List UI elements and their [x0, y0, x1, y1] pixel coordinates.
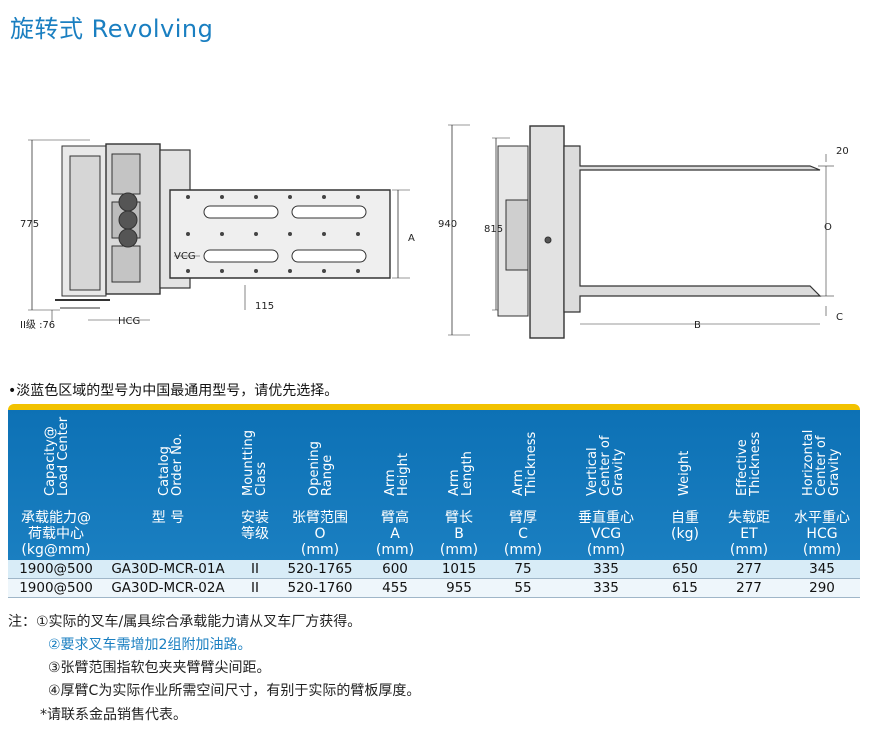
header-arm-thickness-cn: 臂厚 C (mm)	[503, 510, 543, 558]
header-arm-length: Arm Length 臂长 B (mm)	[428, 410, 490, 560]
header-arm-thickness-en: Arm Thickness	[511, 431, 539, 496]
header-opening-cn: 张臂范围 O (mm)	[292, 510, 348, 558]
header-arm-length-cn: 臂长 B (mm)	[439, 510, 479, 558]
header-catalog-cn: 型 号	[151, 510, 185, 526]
header-hcg: Horizontal Center of Gravity 水平重心 HCG (m…	[784, 410, 860, 560]
header-vcg-en: Vertical Center of Gravity	[585, 435, 626, 496]
footnote-3: ③张臂范围指软包夹夹臂臂尖间距。	[48, 660, 271, 676]
header-opening: Opening Range 张臂范围 O (mm)	[278, 410, 362, 560]
header-weight-en: Weight	[677, 450, 692, 496]
header-class-en: Mountting Class	[241, 430, 269, 496]
cell-vcg: 335	[593, 580, 619, 596]
footnote-5: *请联系金品销售代表。	[40, 707, 187, 723]
header-arm-length-en: Arm Length	[447, 451, 475, 496]
header-et-en: Effective Thickness	[735, 431, 763, 496]
cell-class: II	[251, 580, 259, 596]
header-opening-en: Opening Range	[307, 441, 335, 496]
cell-capacity: 1900@500	[19, 561, 93, 577]
dim-label-940: 940	[438, 219, 458, 230]
dim-label-offset: 115	[255, 301, 275, 312]
cell-arm-length: 1015	[441, 561, 477, 577]
table-accent-bar	[8, 404, 860, 410]
cell-class: II	[251, 561, 259, 577]
dim-label-height: 775	[20, 219, 40, 230]
cell-arm-thickness: 75	[514, 561, 532, 577]
header-vcg: Vertical Center of Gravity 垂直重心 VCG (mm)	[556, 410, 656, 560]
cell-arm-height: 455	[382, 580, 408, 596]
footnote-4: ④厚臂C为实际作业所需空间尺寸，有别于实际的臂板厚度。	[48, 683, 421, 699]
header-arm-thickness: Arm Thickness 臂厚 C (mm)	[490, 410, 556, 560]
cell-vcg: 335	[593, 561, 619, 577]
top-view-drawing	[448, 124, 834, 339]
header-arm-height: Arm Height 臂高 A (mm)	[362, 410, 428, 560]
footnote-2: ②要求叉车需增加2组附加油路。	[48, 637, 252, 653]
cell-arm-thickness: 55	[514, 580, 532, 596]
dim-label-815: 815	[484, 224, 504, 235]
header-vcg-cn: 垂直重心 VCG (mm)	[578, 510, 634, 558]
footnote-1: 注：①实际的叉车/属具综合承载能力请从叉车厂方获得。	[8, 614, 362, 630]
header-et: Effective Thickness 失载距 ET (mm)	[714, 410, 784, 560]
cell-capacity: 1900@500	[19, 580, 93, 596]
header-class: Mountting Class 安装 等级	[232, 410, 278, 560]
header-weight-cn: 自重 (kg)	[671, 510, 699, 542]
dim-label-thickness: C	[836, 312, 843, 323]
dim-label-tip: 20	[836, 146, 849, 157]
header-arm-height-en: Arm Height	[383, 453, 411, 496]
header-class-cn: 安装 等级	[241, 510, 269, 542]
cell-catalog: GA30D-MCR-02A	[111, 580, 225, 596]
side-view-drawing	[28, 139, 410, 322]
header-arm-height-cn: 臂高 A (mm)	[375, 510, 415, 558]
cell-arm-height: 600	[382, 561, 408, 577]
header-hcg-en: Horizontal Center of Gravity	[801, 429, 842, 496]
cell-hcg: 345	[809, 561, 835, 577]
header-capacity-cn: 承载能力@ 荷载中心 (kg@mm)	[21, 510, 91, 558]
table-row: 1900@500 GA30D-MCR-02A II 520-1760 455 9…	[8, 579, 860, 598]
dim-label-arm-height: A	[408, 233, 415, 244]
dim-label-hcg: HCG	[118, 316, 141, 327]
table-row: 1900@500 GA30D-MCR-01A II 520-1765 600 1…	[8, 560, 860, 579]
dim-label-class: II级 :76	[20, 320, 56, 331]
dim-label-length: B	[694, 320, 701, 331]
cell-catalog: GA30D-MCR-01A	[111, 561, 225, 577]
table-header: Capacity@ Load Center 承载能力@ 荷载中心 (kg@mm)…	[8, 410, 860, 560]
cell-arm-length: 955	[446, 580, 472, 596]
header-capacity: Capacity@ Load Center 承载能力@ 荷载中心 (kg@mm)	[8, 410, 104, 560]
cell-opening: 520-1760	[287, 580, 353, 596]
dim-label-opening: O	[824, 222, 832, 233]
spec-table: Capacity@ Load Center 承载能力@ 荷载中心 (kg@mm)…	[8, 404, 860, 598]
header-catalog-en: Catalog Order No.	[157, 433, 185, 496]
preferred-model-note: •淡蓝色区域的型号为中国最通用型号，请优先选择。	[8, 383, 339, 399]
cell-hcg: 290	[809, 580, 835, 596]
cell-weight: 615	[672, 580, 698, 596]
cell-opening: 520-1765	[287, 561, 353, 577]
cell-et: 277	[736, 580, 762, 596]
cell-weight: 650	[672, 561, 698, 577]
header-hcg-cn: 水平重心 HCG (mm)	[794, 510, 850, 558]
cell-et: 277	[736, 561, 762, 577]
technical-drawings	[28, 124, 834, 339]
header-capacity-en: Capacity@ Load Center	[43, 416, 71, 496]
header-weight: Weight 自重 (kg)	[656, 410, 714, 560]
header-catalog: Catalog Order No. 型 号	[104, 410, 232, 560]
page-title: 旋转式 Revolving	[10, 15, 214, 43]
dim-label-vcg: VCG	[174, 251, 196, 262]
header-et-cn: 失载距 ET (mm)	[728, 510, 770, 558]
